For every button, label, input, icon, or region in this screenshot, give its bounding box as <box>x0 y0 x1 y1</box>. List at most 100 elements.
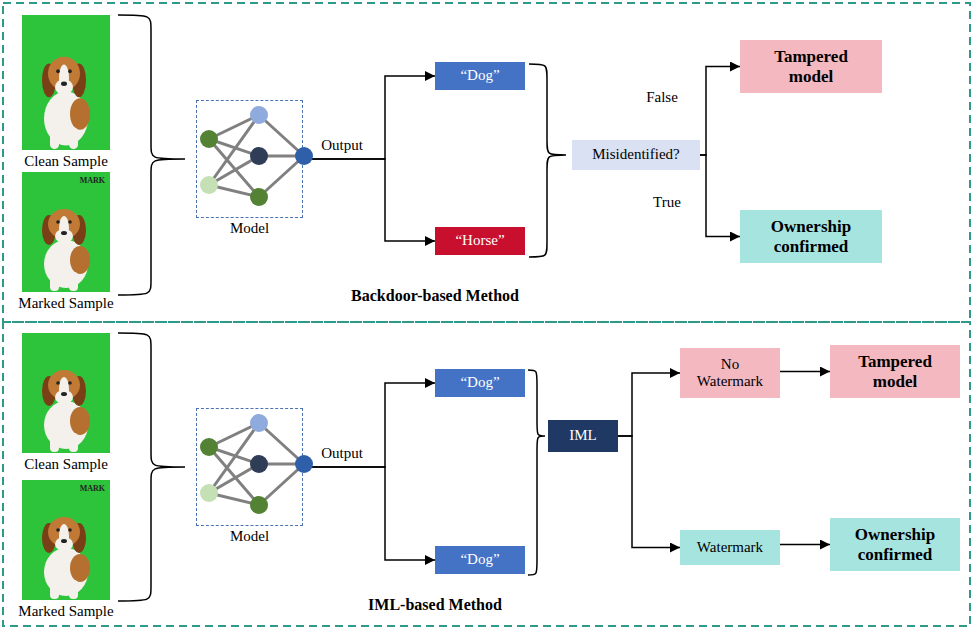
dog-leg <box>50 580 59 599</box>
dog-leg <box>69 433 78 452</box>
arrow-connector <box>780 371 830 373</box>
dog-muzzle <box>55 79 73 95</box>
image-caption: Marked Sample <box>18 603 113 620</box>
neuron <box>250 455 268 473</box>
sample-image: MARKMarked Sample <box>22 172 110 292</box>
box-text: Watermark <box>688 539 772 556</box>
neuron <box>250 414 268 432</box>
curly-brace <box>118 333 185 601</box>
box-text: Tampered model <box>752 47 870 86</box>
dog-nose <box>61 81 67 86</box>
process-box: “Horse” <box>435 227 525 255</box>
dog-photo <box>22 333 110 453</box>
photo-ground <box>22 172 110 292</box>
box-text: Misidentified? <box>580 146 692 163</box>
neuron <box>200 484 218 502</box>
neuron <box>250 188 268 206</box>
dog-leg <box>69 272 78 291</box>
process-box: Misidentified? <box>572 140 700 170</box>
arrow-connector <box>618 436 680 548</box>
network-link <box>259 115 304 156</box>
dog-nose <box>61 231 67 235</box>
photo-ground <box>22 333 110 453</box>
watermark-mark: MARK <box>80 177 105 185</box>
edge-label: False <box>644 89 680 106</box>
watermark-mark: MARK <box>80 485 105 493</box>
process-box: IML <box>548 420 618 452</box>
neuron <box>200 438 218 456</box>
dog-muzzle <box>55 537 73 551</box>
dog-patch <box>70 246 90 274</box>
arrow-connector <box>780 544 830 546</box>
curly-brace <box>529 64 566 257</box>
box-text: Tampered model <box>842 352 948 391</box>
network-link <box>259 464 304 505</box>
dog-nose <box>61 392 67 396</box>
arrow-connector <box>303 159 435 241</box>
network-icon <box>197 101 302 217</box>
box-text: “Dog” <box>443 374 517 391</box>
model-box: Model <box>196 100 303 218</box>
curly-brace <box>118 15 185 295</box>
process-box: Tampered model <box>740 40 882 93</box>
neuron <box>250 106 268 124</box>
dog-patch <box>70 407 90 435</box>
dog-leg <box>50 128 59 149</box>
edge-label: Output <box>319 137 365 154</box>
box-text: “Dog” <box>443 67 517 84</box>
network-icon <box>197 409 302 525</box>
dog-eye <box>56 528 60 532</box>
image-caption: Clean Sample <box>24 153 108 170</box>
photo-ground <box>22 15 110 150</box>
process-box: Tampered model <box>830 345 960 398</box>
dog-leg <box>69 580 78 599</box>
network-link <box>209 423 259 493</box>
box-text: “Horse” <box>443 232 517 249</box>
dog-head <box>48 370 80 400</box>
neuron <box>250 496 268 514</box>
dog-leg <box>69 128 78 149</box>
box-text: IML <box>556 427 610 444</box>
box-text: No Watermark <box>688 356 772 391</box>
process-box: “Dog” <box>435 62 525 90</box>
sample-image: Clean Sample <box>22 333 110 453</box>
panel-border <box>3 322 970 626</box>
neuron <box>295 455 313 473</box>
dog-photo <box>22 172 110 292</box>
process-box: Ownership confirmed <box>830 518 960 571</box>
neuron <box>295 147 313 165</box>
dog-leg <box>50 272 59 291</box>
process-box: Watermark <box>680 530 780 565</box>
arrow-connector <box>303 383 435 467</box>
method-label: IML-based Method <box>368 596 502 614</box>
arrow-connector <box>700 155 740 237</box>
dog-eye <box>68 528 72 532</box>
arrow-connector <box>303 76 435 159</box>
dog-head <box>48 209 80 239</box>
dog-patch <box>70 554 90 582</box>
box-text: Ownership confirmed <box>752 217 870 256</box>
arrow-connector <box>700 67 740 156</box>
edge-label: Output <box>319 445 365 462</box>
panel-border <box>3 3 970 322</box>
box-text: “Dog” <box>443 551 517 568</box>
dog-nose <box>61 539 67 543</box>
process-box: Ownership confirmed <box>740 210 882 263</box>
model-box: Model <box>196 408 303 526</box>
arrow-connector <box>618 373 680 436</box>
dog-leg <box>50 433 59 452</box>
sample-image: MARKMarked Sample <box>22 480 110 600</box>
dog-eye <box>68 220 72 224</box>
dog-eye <box>56 220 60 224</box>
neuron <box>250 147 268 165</box>
dog-eye <box>56 69 60 73</box>
model-caption: Model <box>230 528 269 545</box>
sample-image: Clean Sample <box>22 15 110 150</box>
dog-muzzle <box>55 229 73 243</box>
edge-label: True <box>651 194 683 211</box>
network-link <box>209 115 259 185</box>
curly-brace <box>528 370 545 575</box>
dog-eye <box>68 381 72 385</box>
